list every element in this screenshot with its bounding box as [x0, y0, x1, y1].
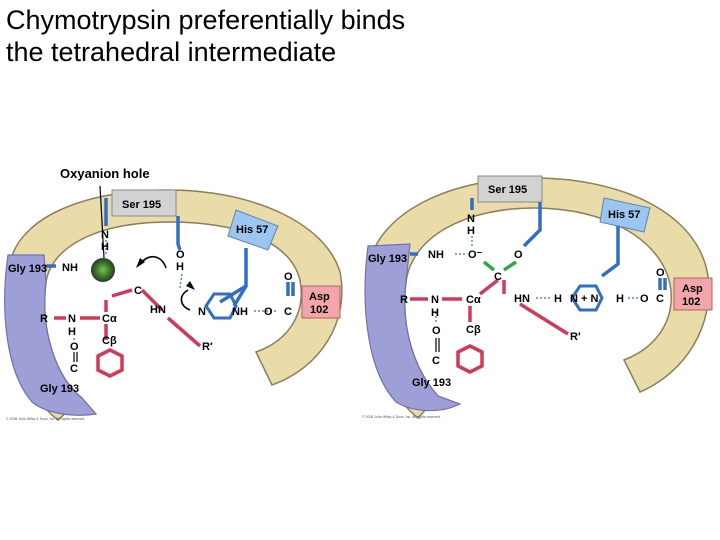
right-c-beta: Cβ: [466, 324, 481, 336]
left-gly193-top-label: Gly 193: [8, 263, 47, 275]
left-ser-h: H: [101, 241, 109, 253]
right-asp102-line2: 102: [682, 296, 700, 308]
left-carbon: C: [134, 285, 142, 297]
left-oxyanion-hole-glow: [91, 258, 115, 282]
left-asp102-line1: Asp: [309, 291, 330, 303]
left-copyright: © 2008 John Wiley & Sons, Inc. All right…: [6, 417, 85, 421]
left-nh-oxy: NH: [62, 262, 78, 274]
right-h1: H: [554, 293, 562, 305]
left-oh-h: H: [176, 261, 184, 273]
right-n-plus: N + N: [570, 293, 598, 305]
right-h2: H: [616, 293, 624, 305]
right-ser195-label: Ser 195: [488, 184, 527, 196]
right-asp-o2: O: [640, 293, 649, 305]
right-o: O: [432, 325, 441, 337]
left-asp-o1: O: [284, 271, 293, 283]
right-o-top: O: [514, 249, 523, 261]
left-c-beta: Cβ: [102, 335, 117, 347]
right-gly193-domain: [364, 243, 462, 412]
right-asp102-line1: Asp: [682, 283, 703, 295]
right-phenyl-ring: [456, 344, 484, 374]
right-c-alpha: Cα: [466, 294, 481, 306]
slide-title-line-2: the tetrahedral intermediate: [6, 37, 337, 67]
right-gly193-top-label: Gly 193: [368, 253, 407, 265]
left-n: N: [68, 313, 76, 325]
right-his57-label: His 57: [608, 209, 640, 221]
left-gly193-domain: [4, 254, 98, 416]
left-h: H: [68, 326, 76, 338]
right-his57-box: [599, 197, 651, 233]
right-nh: NH: [428, 249, 444, 261]
right-n: N: [431, 294, 439, 306]
left-phenyl-ring: [96, 348, 124, 378]
right-asp-c: C: [656, 293, 664, 305]
right-panel: Ser 195 His 57 Gly 193 Gly 193 Asp 102 N…: [362, 175, 713, 420]
right-ser195-box: [477, 175, 543, 203]
left-c-alpha: Cα: [102, 313, 117, 325]
left-panel: Oxyanion hole Ser 195 His 57 Gly 193 Gly…: [4, 166, 343, 421]
right-c-bottom: C: [432, 355, 440, 367]
left-asp-o2: O: [264, 306, 273, 318]
right-c-center: C: [494, 271, 502, 283]
left-gly193-bottom-label: Gly 193: [40, 383, 79, 395]
right-asp102-box: [673, 277, 713, 311]
slide-title: Chymotrypsin preferentially binds the te…: [6, 4, 706, 68]
left-r-prime: R′: [202, 341, 213, 353]
left-asp-c: C: [284, 306, 292, 318]
left-oh-o: O: [176, 249, 185, 261]
left-r: R: [40, 313, 48, 325]
right-asp-o1: O: [656, 267, 665, 279]
left-his57-label: His 57: [236, 224, 268, 236]
right-copyright: © 2008 John Wiley & Sons, Inc. All right…: [362, 415, 441, 419]
left-his57-box: [227, 209, 279, 251]
right-hn: HN: [514, 293, 530, 305]
left-hn: HN: [150, 304, 166, 316]
right-ser-h: H: [467, 225, 475, 237]
left-ser195-label: Ser 195: [122, 199, 161, 211]
left-oxyanion-hole-label: Oxyanion hole: [60, 166, 150, 181]
left-asp102-box: [301, 285, 341, 319]
left-c-bottom: C: [70, 363, 78, 375]
left-ser195-box: [111, 189, 177, 217]
slide-title-line-1: Chymotrypsin preferentially binds: [6, 5, 406, 35]
right-o-minus: O⁻: [468, 249, 483, 261]
right-ser-n: N: [467, 213, 475, 225]
right-r: R: [400, 294, 408, 306]
right-gly193-bottom-label: Gly 193: [412, 377, 451, 389]
right-h: H: [431, 307, 439, 319]
left-ser-n: N: [101, 229, 109, 241]
left-asp102-line2: 102: [310, 304, 328, 316]
left-his-n: N: [198, 306, 206, 318]
left-o: O: [70, 341, 79, 353]
right-r-prime: R′: [570, 331, 581, 343]
left-his-nh: NH: [232, 306, 248, 318]
